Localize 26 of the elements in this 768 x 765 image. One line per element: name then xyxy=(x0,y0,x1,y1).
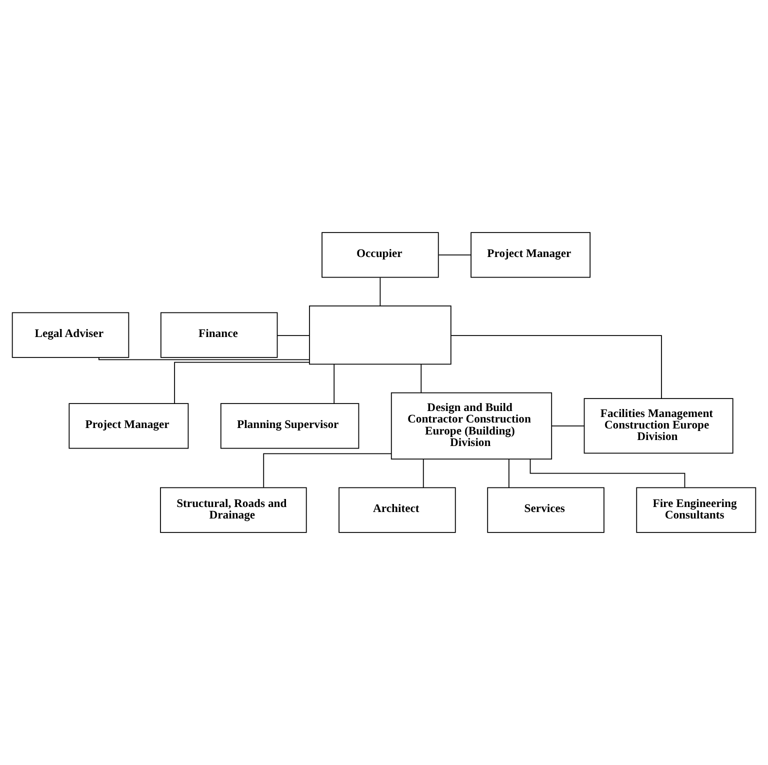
connector xyxy=(422,458,424,488)
connector xyxy=(174,362,310,404)
connector xyxy=(420,364,422,394)
node-box: Design and Build Contractor Construction Europe (Building) Division xyxy=(390,392,552,460)
node-box: Finance xyxy=(160,312,278,358)
node-box: Legal Adviser xyxy=(12,312,130,358)
node-box: Facilities Management Construction Europe Division xyxy=(584,398,734,454)
connector xyxy=(508,458,510,488)
node-box: Project Manager xyxy=(470,232,591,278)
node-box: Fire Engineering Consultants xyxy=(636,487,756,533)
node-box: Services xyxy=(487,487,604,533)
connector xyxy=(98,357,310,360)
connector xyxy=(551,425,585,426)
node-box: Structural, Roads and Drainage xyxy=(160,487,307,533)
connector xyxy=(438,254,472,256)
connector xyxy=(263,453,392,488)
connector xyxy=(277,335,310,336)
connector xyxy=(380,277,381,306)
node-box: Planning Supervisor xyxy=(220,403,360,449)
node-box: Architect xyxy=(338,487,456,533)
connector xyxy=(450,335,662,399)
connector xyxy=(530,458,686,488)
connector xyxy=(334,364,335,404)
node-box xyxy=(309,306,452,365)
node-box: Occupier xyxy=(322,232,439,278)
node-box: Project Manager xyxy=(68,403,189,449)
